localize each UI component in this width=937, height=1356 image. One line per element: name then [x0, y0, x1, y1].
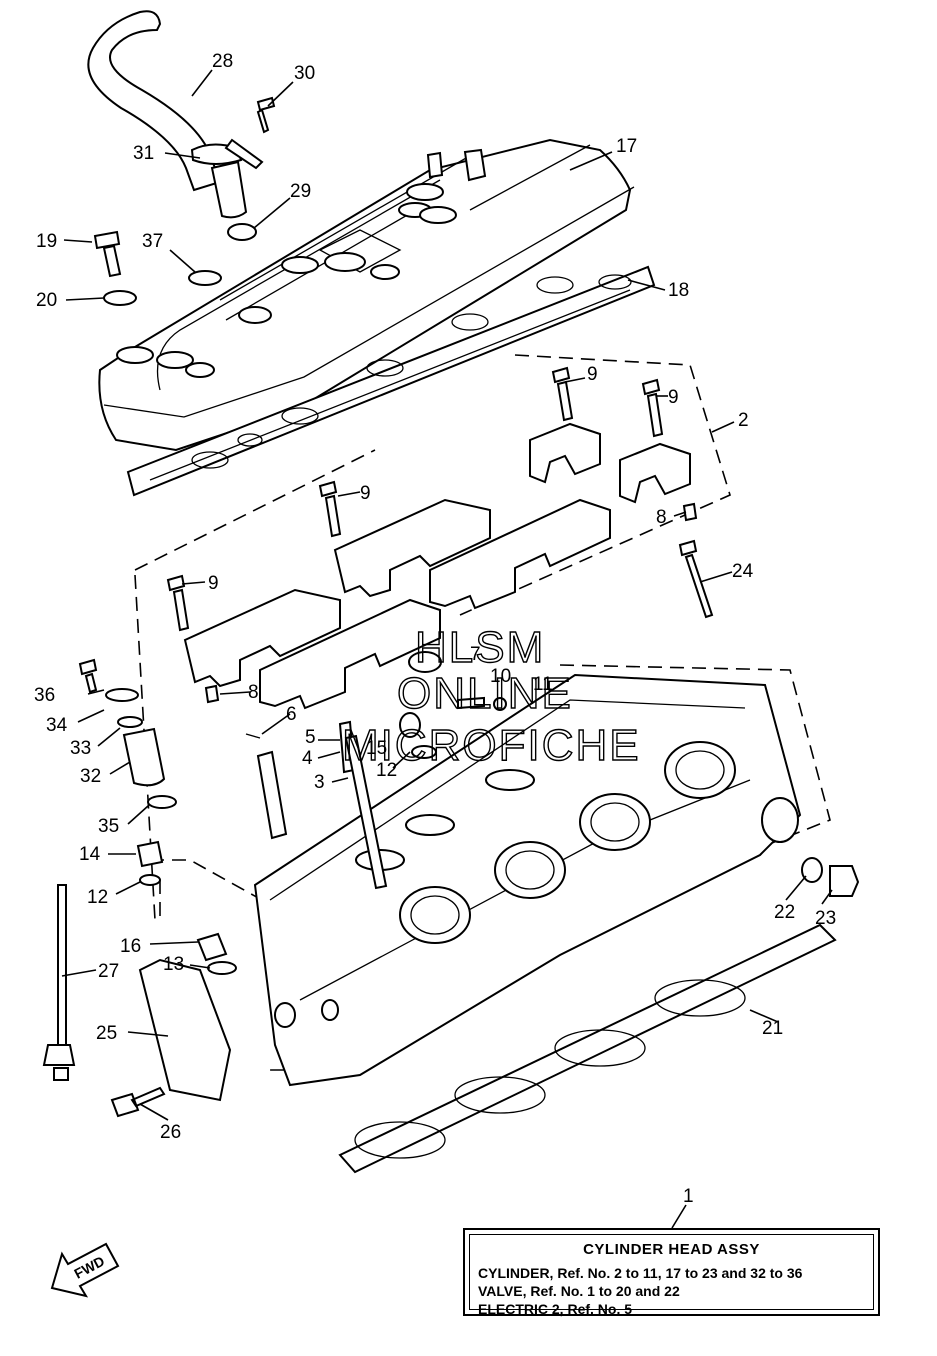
callout-2: 2 — [738, 410, 749, 431]
head-cover-gasket — [126, 265, 656, 497]
wire-connector — [42, 1044, 76, 1081]
breather-hose — [87, 10, 248, 219]
callout-8-left: 8 — [248, 682, 259, 703]
callout-28: 28 — [212, 51, 233, 72]
bolt-23 — [829, 865, 860, 897]
callout-16: 16 — [120, 936, 141, 957]
callout-29-top: 30 — [294, 63, 315, 84]
callout-12-left: 12 — [87, 887, 108, 908]
callout-labels: 1 2 3 4 5 6 7 8 8 9 9 9 9 10 11 12 12 13… — [34, 51, 836, 1207]
callout-9-b: 9 — [668, 387, 679, 408]
leader-lines — [61, 69, 833, 1229]
wire-harness — [57, 884, 67, 1046]
grommet-20 — [103, 290, 137, 306]
callout-25: 25 — [96, 1023, 117, 1044]
washer-13 — [207, 961, 237, 975]
watermark-line-2: ONLINE — [397, 669, 573, 718]
group-2-boundary — [459, 354, 731, 616]
callout-14: 14 — [79, 844, 101, 865]
callout-23: 23 — [815, 908, 836, 929]
callout-10: 10 — [490, 666, 511, 687]
valve-parts — [245, 651, 507, 890]
watermark-line-1: HLSM — [415, 623, 545, 672]
callout-11: 11 — [533, 674, 553, 695]
fwd-arrow-icon: FWD — [50, 1242, 120, 1298]
callout-13: 13 — [163, 954, 184, 975]
callout-33: 33 — [70, 738, 91, 759]
camshaft-caps-middle — [318, 480, 611, 610]
callout-3: 3 — [314, 772, 325, 793]
callout-6: 6 — [286, 704, 297, 725]
cam-cap-right — [529, 366, 698, 522]
callout-9-d: 9 — [208, 573, 219, 594]
callout-1: 1 — [683, 1186, 694, 1207]
legend-inner-border: CYLINDER HEAD ASSY CYLINDER, Ref. No. 2 … — [469, 1234, 874, 1317]
callout-32: 32 — [80, 766, 101, 787]
callout-36: 36 — [34, 685, 55, 706]
plug-37 — [188, 270, 222, 286]
camshaft-caps-left — [166, 574, 441, 710]
callout-4: 4 — [302, 748, 313, 769]
callout-9-c: 9 — [360, 483, 371, 504]
callout-20: 20 — [36, 290, 57, 311]
callout-35: 35 — [98, 816, 119, 837]
callout-7: 7 — [470, 644, 481, 665]
callout-19: 19 — [36, 231, 57, 252]
callout-17: 17 — [616, 136, 637, 157]
cylinder-head-cover — [98, 138, 635, 452]
callout-34: 34 — [46, 715, 68, 736]
callout-8-right: 8 — [656, 507, 667, 528]
group-misc-boundary — [150, 859, 281, 920]
watermark-line-3: MICROFICHE — [342, 721, 641, 770]
callout-15: 15 — [366, 738, 387, 759]
callout-22: 22 — [774, 902, 795, 923]
callout-27: 27 — [98, 961, 119, 982]
legend-title: CYLINDER HEAD ASSY — [583, 1241, 760, 1258]
legend-line-cylinder: CYLINDER, Ref. No. 2 to 11, 17 to 23 and… — [478, 1265, 803, 1281]
hose-clip — [224, 96, 276, 170]
callout-37: 37 — [142, 231, 163, 252]
head-gasket — [338, 923, 837, 1174]
legend-line-valve: VALVE, Ref. No. 1 to 20 and 22 — [478, 1283, 680, 1299]
callout-12-mid: 12 — [376, 760, 397, 781]
callout-31: 31 — [133, 143, 154, 164]
callout-21: 21 — [762, 1018, 783, 1039]
washer-22 — [801, 857, 823, 883]
nut-16 — [196, 932, 228, 962]
watermark: HLSM ONLINE MICROFICHE — [341, 622, 641, 770]
bracket-25 — [138, 958, 232, 1102]
o-ring-29 — [227, 223, 257, 241]
callout-18: 18 — [668, 280, 689, 301]
bolt-26 — [110, 1086, 166, 1118]
assembly-legend: CYLINDER HEAD ASSY CYLINDER, Ref. No. 2 … — [463, 1228, 880, 1317]
callout-24: 24 — [732, 561, 754, 582]
bolt-19 — [93, 230, 122, 278]
callout-9-a: 9 — [587, 364, 598, 385]
callout-29: 29 — [290, 181, 311, 202]
sensor-parts — [78, 658, 177, 886]
callout-5: 5 — [305, 727, 316, 748]
cylinder-head — [253, 673, 802, 1087]
callout-26: 26 — [160, 1122, 181, 1143]
legend-line-electric: ELECTRIC 2, Ref. No. 5 — [478, 1301, 633, 1317]
stud-bolt-24 — [678, 539, 714, 619]
